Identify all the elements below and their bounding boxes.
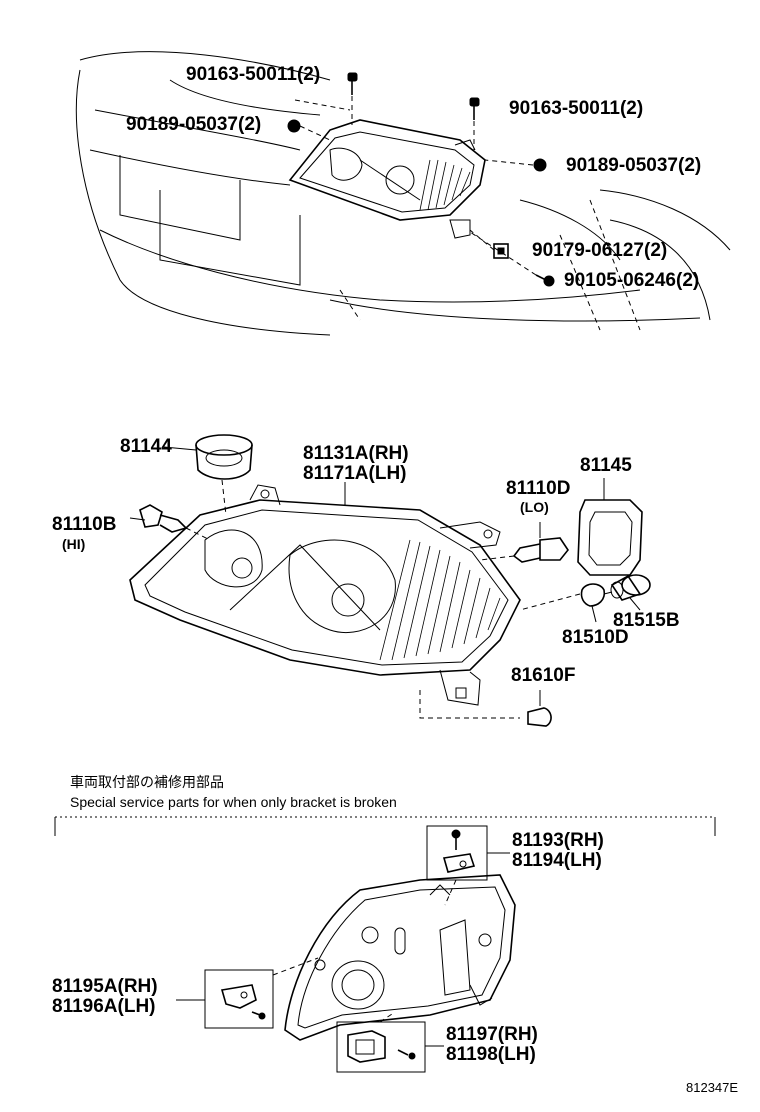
side-bulb-81610f [527,690,552,727]
part-label: 81110B [52,514,116,535]
part-label: 81193(RH) [512,830,604,851]
fasteners-top [287,72,555,287]
part-label: 81144 [120,436,172,457]
screw-icon [251,1011,266,1020]
heading-japanese: 車両取付部の補修用部品 [70,774,224,790]
screw-icon [451,829,461,850]
socket-ring-81144 [163,434,253,516]
part-label: 90163-50011(2) [509,98,643,119]
figure-code: 812347E [686,1080,738,1095]
part-label: 81131A(RH) [303,443,409,464]
bracket-81193-group [426,825,510,906]
part-label: 81194(LH) [512,850,602,871]
screw-icon [535,274,555,287]
part-label: 81145 [580,455,632,476]
clip-icon [493,243,509,259]
part-label: 81196A(LH) [52,996,156,1017]
part-label: 90163-50011(2) [186,64,320,85]
bulb-81510d [519,583,613,623]
part-label: 90189-05037(2) [566,155,701,176]
bracket-81197-group [336,1011,444,1073]
vehicle-front-illustration [75,51,731,336]
special-part-labels: 81193(RH) 81194(LH) 81195A(RH) 81196A(LH… [52,830,604,1065]
part-label: 81198(LH) [446,1044,536,1065]
part-label: 81171A(LH) [303,463,407,484]
bolt-icon [469,97,480,120]
hi-bulb-81110b [129,504,211,541]
headlamp-assembly [129,484,521,719]
top-part-labels: 90163-50011(2) 90189-05037(2) 90163-5001… [126,64,701,291]
rear-headlamp-housing [284,874,516,1041]
lo-bulb-81110d [479,522,569,563]
bolt-icon [347,72,358,95]
screw-icon [397,1049,416,1060]
part-label: 81195A(RH) [52,976,158,997]
special-service-heading: 車両取付部の補修用部品 Special service parts for wh… [54,774,716,836]
bracket-81195-group [176,957,319,1029]
part-label: 81510D [562,627,629,648]
part-note: (LO) [520,499,549,515]
nut-icon [533,158,547,172]
socket-81515b [610,574,651,611]
middle-part-labels: 81144 81131A(RH) 81171A(LH) 81110B (HI) … [52,436,680,686]
cover-81145 [577,478,643,576]
part-label: 81515B [613,610,680,631]
part-note: (HI) [62,536,85,552]
part-label: 90179-06127(2) [532,240,667,261]
part-label: 81197(RH) [446,1024,538,1045]
heading-english: Special service parts for when only brac… [70,794,397,810]
part-label: 81610F [511,665,575,686]
nut-icon [287,119,301,133]
part-label: 81110D [506,478,570,499]
part-label: 90105-06246(2) [564,270,699,291]
part-label: 90189-05037(2) [126,114,261,135]
